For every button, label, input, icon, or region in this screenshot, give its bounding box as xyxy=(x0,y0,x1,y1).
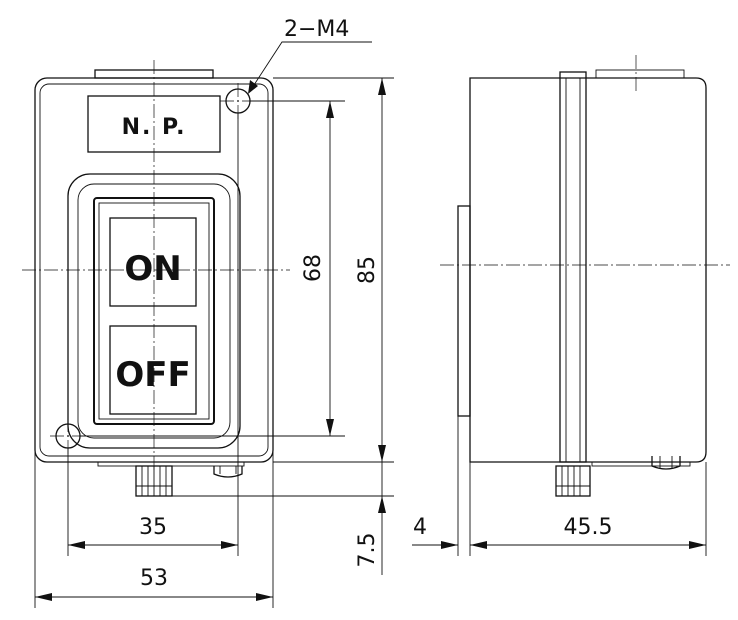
cable-gland-front xyxy=(135,465,173,497)
dim-side-flange: 4 xyxy=(413,515,427,540)
dim-68-arrow-top xyxy=(326,101,334,118)
side-top-tab xyxy=(595,69,685,79)
side-bottom-strip xyxy=(591,461,691,467)
dim-53-arrow-right xyxy=(256,593,273,601)
front-view: N. P. ON OFF xyxy=(22,60,290,497)
nameplate-label: N. P. xyxy=(122,115,187,140)
dim-hole-spacing-horizontal: 35 xyxy=(139,515,167,540)
off-button-label: OFF xyxy=(115,355,190,395)
m4-leader-arrow xyxy=(248,80,258,94)
ground-screw-front xyxy=(213,466,243,478)
dim-45-5-arrow-right xyxy=(689,541,706,549)
mount-holes-label: 2−M4 xyxy=(284,17,349,42)
ground-screw-side xyxy=(651,456,681,470)
dim-35-arrow-left xyxy=(68,541,85,549)
dim-85-arrow-top xyxy=(378,78,386,95)
dim-overall-width: 53 xyxy=(140,566,168,591)
dim-35-arrow-right xyxy=(221,541,238,549)
dim-7-5-arrow xyxy=(378,496,386,513)
dim-53-arrow-left xyxy=(35,593,52,601)
dim-gland-length: 7.5 xyxy=(355,533,380,568)
on-button-label: ON xyxy=(124,249,181,289)
m4-leader xyxy=(251,41,372,89)
dim-overall-height: 85 xyxy=(355,256,380,284)
side-divider-band xyxy=(559,71,587,463)
dimension-lines: 2−M4 68 85 7.5 35 53 xyxy=(34,17,707,608)
dim-68-arrow-bottom xyxy=(326,419,334,436)
dim-4-arrow xyxy=(441,541,458,549)
side-view xyxy=(440,55,730,497)
dim-overall-depth: 45.5 xyxy=(564,515,613,540)
on-button xyxy=(109,217,197,307)
side-housing xyxy=(469,77,707,463)
off-button xyxy=(109,325,197,415)
side-flange xyxy=(457,205,471,417)
dim-45-5-arrow-left xyxy=(470,541,487,549)
dim-hole-spacing-vertical: 68 xyxy=(301,254,326,282)
cable-gland-side xyxy=(555,465,591,497)
dim-85-arrow-bottom xyxy=(378,445,386,462)
